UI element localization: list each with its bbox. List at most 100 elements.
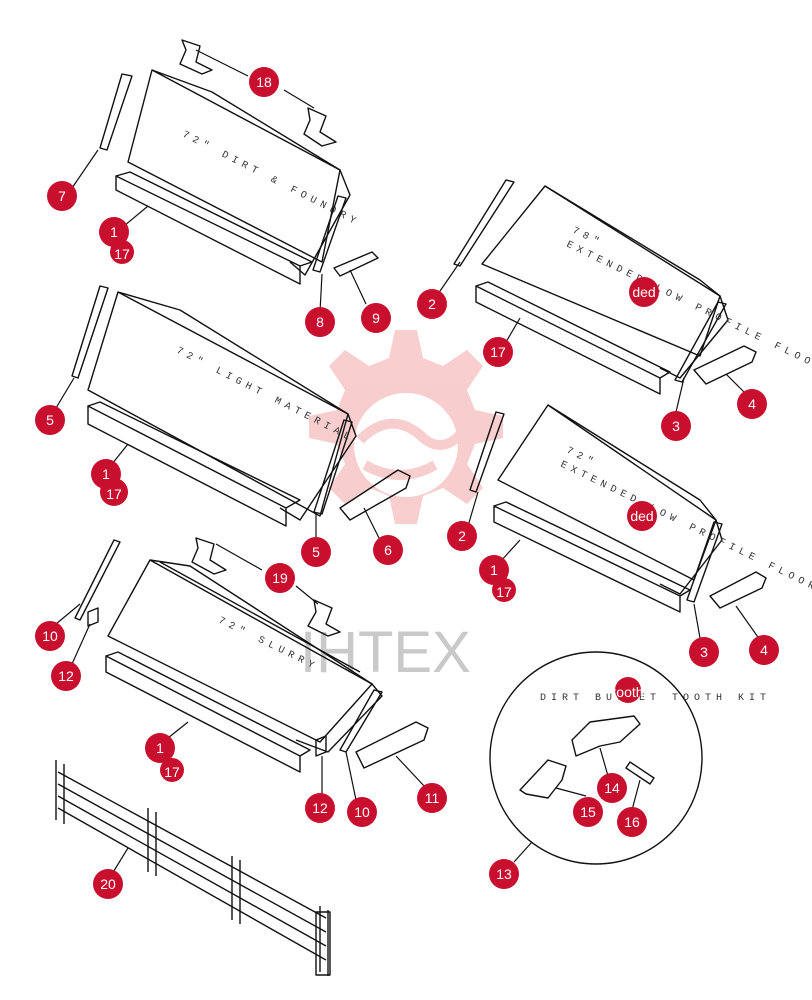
side-cutter-72-right [686,521,723,603]
callout-10a-label: 10 [42,628,58,644]
callout-2b[interactable]: 2 [447,521,477,551]
callout-18[interactable]: 18 [249,67,279,97]
overlay-ded-1-text: ded [632,284,655,300]
overlay-tooth: tooth [612,677,644,703]
callout-12a-label: 12 [58,668,74,684]
callout-12b[interactable]: 12 [305,793,335,823]
callout-5b[interactable]: 5 [301,537,331,567]
callout-1a[interactable]: 1 [99,217,129,247]
callout-12b-label: 12 [312,800,328,816]
side-cutter-78-right [674,301,727,383]
callout-4a[interactable]: 4 [737,389,767,419]
overlay-ded-2-text: ded [630,508,653,524]
bracket-18-left [179,39,213,75]
callout-17e[interactable]: 17 [160,758,184,782]
callout-8[interactable]: 8 [305,307,335,337]
callout-16[interactable]: 16 [617,807,647,837]
spill-plate-12-right [315,735,327,757]
tooth-kit-label: DIRT BUCKET TOOTH KIT [540,693,771,704]
callout-17b-label: 17 [490,344,506,360]
side-cutter-lm-left [71,285,109,379]
side-cutter-left [99,73,133,151]
callout-5a[interactable]: 5 [35,405,65,435]
callout-5a-label: 5 [46,412,54,428]
callout-17c[interactable]: 17 [100,478,128,506]
callout-17a-label: 17 [114,246,130,262]
callout-16-label: 16 [624,814,640,830]
callout-6[interactable]: 6 [373,535,403,565]
callout-15-label: 15 [580,804,596,820]
grille-guard [55,760,331,976]
callout-3b[interactable]: 3 [689,637,719,667]
callout-4a-label: 4 [748,396,756,412]
callout-8-label: 8 [316,314,324,330]
callout-5b-label: 5 [312,544,320,560]
callout-17a[interactable]: 17 [110,240,134,264]
callout-19-label: 19 [272,570,288,586]
callout-12a[interactable]: 12 [51,661,81,691]
callout-1b-label: 1 [102,466,110,482]
callout-17d-label: 17 [496,584,512,600]
callout-14-label: 14 [604,780,620,796]
watermark-text: IHTEX [300,620,471,685]
bucket-label-78-line2: EXTENDED LOW PROFILE FLOOR [564,240,812,375]
callout-3b-label: 3 [700,644,708,660]
callout-17c-label: 17 [106,486,122,502]
tooth-adapter [571,715,641,757]
side-cutter-lm-right [313,419,353,515]
overlay-ded-2: ded [627,501,657,531]
tooth-kit-detail: DIRT BUCKET TOOTH KIT [489,651,771,865]
callout-13-label: 13 [496,866,512,882]
overlay-tooth-text: tooth [612,684,643,700]
callout-13[interactable]: 13 [489,859,519,889]
callout-20[interactable]: 20 [93,869,123,899]
callout-11-label: 11 [425,790,440,806]
bucket-dirt-foundry: 72" DIRT & FOUNDRY [115,69,362,285]
side-cutter-wear-pad [333,251,379,277]
side-cutter-right [312,195,347,273]
callout-10a[interactable]: 10 [35,621,65,651]
callout-9[interactable]: 9 [361,303,391,333]
callout-11[interactable]: 11 [417,783,447,813]
callout-1c-label: 1 [490,562,498,578]
callout-10b-label: 10 [354,804,370,820]
callout-6-label: 6 [384,542,392,558]
wear-pad-72 [709,571,767,609]
wear-pad-slurry [355,721,429,769]
callout-10b[interactable]: 10 [347,797,377,827]
bracket-18-right [303,107,337,147]
callout-4b-label: 4 [760,642,768,658]
bucket-label-light-material: 72" LIGHT MATERIAL [174,345,356,446]
callout-17b[interactable]: 17 [483,337,513,367]
bucket-label-dirt-foundry: 72" DIRT & FOUNDRY [180,129,362,230]
callout-14[interactable]: 14 [597,773,627,803]
callout-7-label: 7 [58,188,66,204]
callout-3a-label: 3 [672,418,680,434]
callout-18-label: 18 [256,74,272,90]
callout-2a[interactable]: 2 [417,289,447,319]
callout-1a-label: 1 [110,224,118,240]
callout-1c[interactable]: 1 [479,555,509,585]
side-cutter-78-left [453,179,515,267]
callout-2b-label: 2 [458,528,466,544]
callout-19[interactable]: 19 [265,563,295,593]
side-cutter-72-left [469,411,505,493]
callout-4b[interactable]: 4 [749,635,779,665]
callout-2a-label: 2 [428,296,436,312]
bracket-19-right [307,599,341,637]
callout-15[interactable]: 15 [573,797,603,827]
tooth-point [519,759,567,799]
callout-17e-label: 17 [164,764,180,780]
wear-pad-78 [693,345,757,385]
callout-7[interactable]: 7 [47,181,77,211]
side-cutter-slurry-left [74,539,121,621]
callout-1d-label: 1 [156,740,164,756]
callout-20-label: 20 [100,876,116,892]
spill-plate-12-left [87,607,99,627]
bracket-19-left [191,537,227,575]
callout-9-label: 9 [372,310,380,326]
callout-1d[interactable]: 1 [145,733,175,763]
callout-3a[interactable]: 3 [661,411,691,441]
callout-17d[interactable]: 17 [492,578,516,602]
